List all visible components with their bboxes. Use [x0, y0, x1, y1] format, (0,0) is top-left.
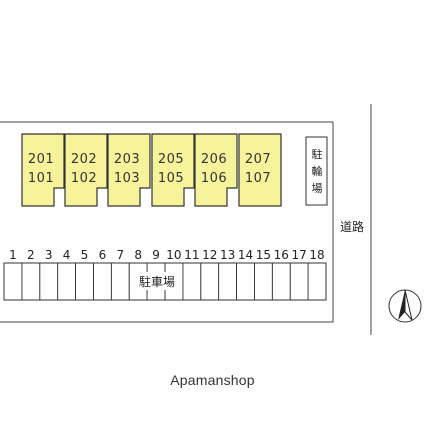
unit-lower-number: 101 — [28, 171, 54, 186]
parking-number: 15 — [256, 248, 271, 262]
parking-space — [307, 262, 327, 301]
parking-number: 9 — [152, 248, 160, 262]
parking-number: 6 — [99, 248, 107, 262]
unit-upper-number: 202 — [71, 152, 97, 167]
unit-upper-number: 201 — [28, 152, 54, 167]
parking-number: 5 — [81, 248, 89, 262]
unit-upper-number: 205 — [158, 152, 184, 167]
parking-number: 12 — [202, 248, 217, 262]
unit-outline — [107, 133, 151, 207]
parking-number: 2 — [27, 248, 35, 262]
property-boundary — [0, 121, 334, 323]
unit-lower-number: 102 — [71, 171, 97, 186]
parking-number: 10 — [166, 248, 181, 262]
parking-number: 8 — [134, 248, 142, 262]
parking-number: 18 — [309, 248, 324, 262]
unit-outline — [238, 133, 282, 207]
unit-lower-number: 107 — [245, 171, 271, 186]
parking-number: 3 — [45, 248, 53, 262]
bike-parking-char-3: 場 — [312, 182, 323, 195]
bike-parking-char-1: 駐 — [312, 147, 323, 161]
bike-parking-char-2: 輪 — [312, 164, 323, 178]
unit-lower-number: 103 — [114, 171, 140, 186]
unit-lower-number: 106 — [201, 171, 227, 186]
unit-outline — [194, 133, 238, 207]
brand-logo-text: Apamanshop — [170, 372, 255, 388]
parking-number: 17 — [292, 248, 307, 262]
unit-outline — [64, 133, 108, 207]
parking-number: 4 — [63, 248, 71, 262]
unit-outline — [21, 133, 65, 207]
north-arrow-icon — [388, 289, 422, 323]
unit-upper-number: 207 — [245, 152, 271, 167]
unit-upper-number: 203 — [114, 152, 140, 167]
parking-number: 1 — [9, 248, 17, 262]
bike-parking-box — [305, 136, 328, 206]
parking-number: 7 — [116, 248, 124, 262]
parking-label: 駐車場 — [139, 274, 175, 289]
parking-number: 13 — [220, 248, 235, 262]
road-label: 道路 — [340, 219, 364, 234]
unit-outline — [151, 133, 195, 207]
unit-upper-number: 206 — [201, 152, 227, 167]
parking-number: 14 — [238, 248, 253, 262]
unit-lower-number: 105 — [158, 171, 184, 186]
parking-number: 16 — [274, 248, 289, 262]
parking-number: 11 — [184, 248, 199, 262]
parking-label-bg — [136, 272, 178, 290]
